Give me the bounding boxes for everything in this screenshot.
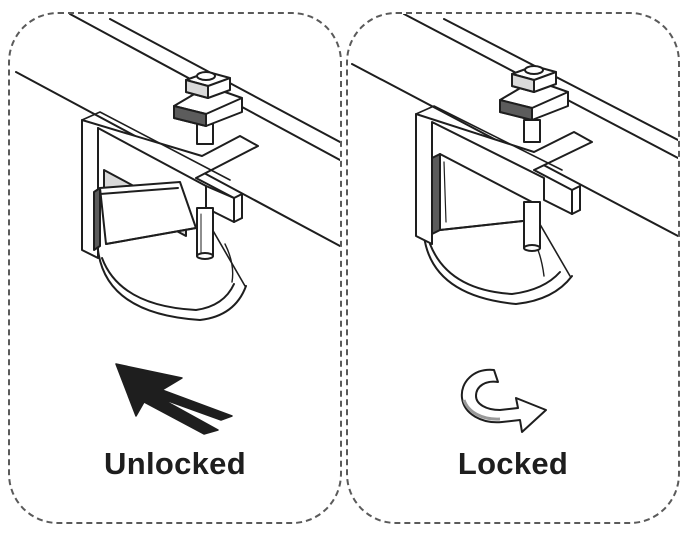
push-arrow-icon (115, 363, 233, 435)
locked-panel: Locked (346, 12, 680, 524)
screw-shaft (196, 123, 214, 260)
unlocked-caption: Unlocked (104, 446, 246, 481)
clamp-disc (423, 213, 573, 305)
rotate-arrow-icon (460, 368, 547, 433)
unlocked-panel: Unlocked (8, 12, 342, 524)
screw-shaft (523, 119, 541, 252)
clamp-bracket (415, 105, 593, 245)
locked-clamp-illustration (351, 14, 678, 433)
unlocked-clamp-illustration (15, 14, 340, 435)
clamp-pad (93, 169, 197, 251)
clamp-disc (97, 221, 247, 321)
t-knob (173, 71, 243, 127)
clamp-pad (431, 153, 533, 235)
t-knob (499, 65, 569, 121)
locked-caption: Locked (457, 446, 569, 481)
